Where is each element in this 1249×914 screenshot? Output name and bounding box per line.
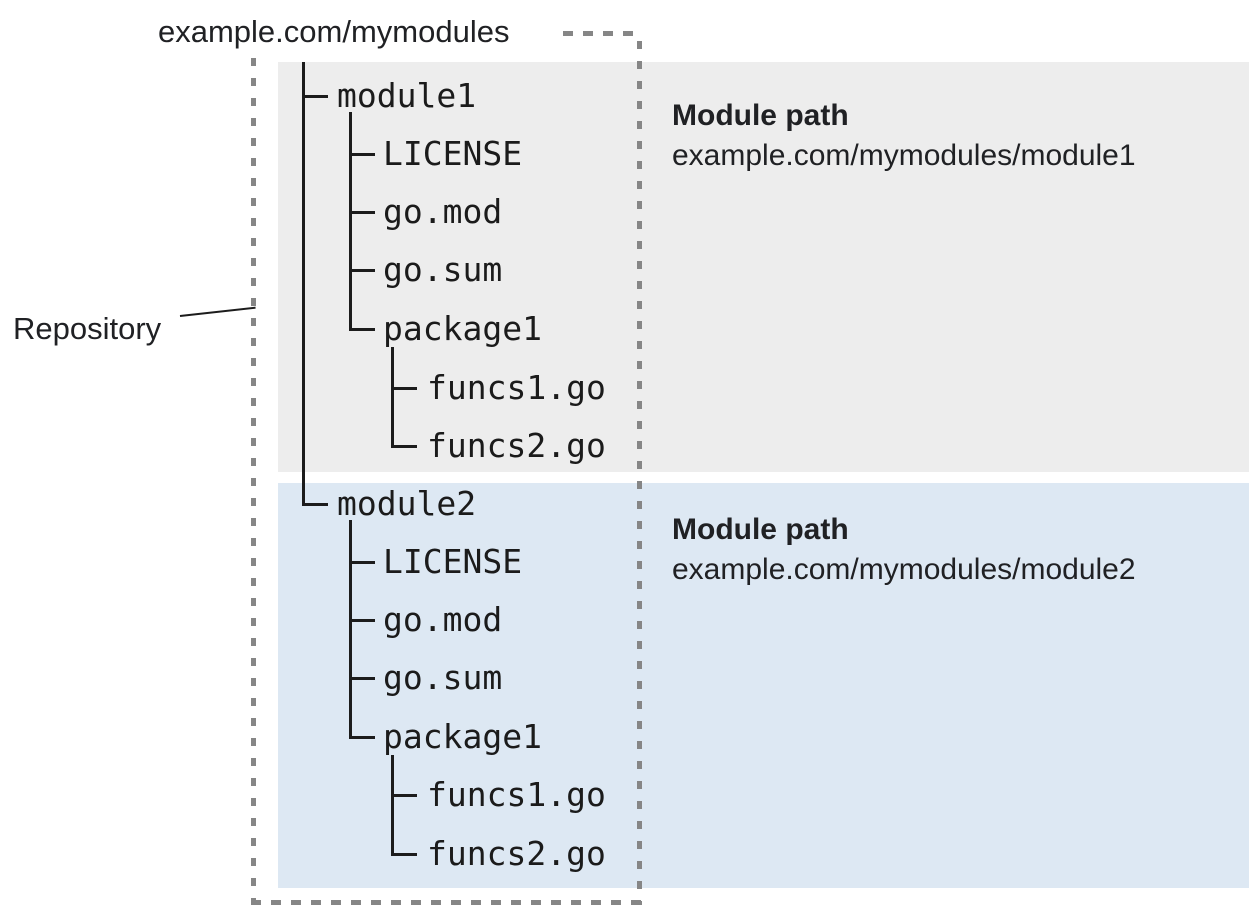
module1-region-box: [278, 62, 1249, 472]
tree-subtrunk-module1: [349, 112, 352, 330]
tree-branch-gomod2: [349, 619, 375, 622]
repository-border-bottom: [251, 900, 641, 905]
repository-border-left: [251, 58, 256, 903]
tree-item-license-m1: LICENSE: [383, 134, 523, 173]
tree-item-license-m2: LICENSE: [383, 542, 523, 581]
tree-branch-funcs1-m2: [391, 794, 417, 797]
tree-item-module1: module1: [337, 76, 477, 115]
module2-region-box: [278, 483, 1249, 888]
module1-path-panel: Module path example.com/mymodules/module…: [672, 96, 1136, 176]
module2-path-value: example.com/mymodules/module2: [672, 553, 1136, 586]
module1-path-heading: Module path: [672, 99, 849, 132]
tree-branch-license2: [349, 561, 375, 564]
tree-item-package1-m2: package1: [383, 717, 542, 756]
tree-branch-funcs1-m1: [391, 387, 417, 390]
tree-item-gomod-m1: go.mod: [383, 192, 503, 231]
tree-item-gosum-m2: go.sum: [383, 658, 503, 697]
repository-border-top: [563, 31, 639, 36]
tree-item-module2: module2: [337, 484, 477, 523]
tree-branch-gomod1: [349, 211, 375, 214]
module2-path-heading: Module path: [672, 513, 849, 546]
tree-branch-license1: [349, 153, 375, 156]
tree-item-gomod-m2: go.mod: [383, 600, 503, 639]
module2-path-panel: Module path example.com/mymodules/module…: [672, 510, 1136, 590]
repository-url-title: example.com/mymodules: [158, 14, 510, 49]
repository-label: Repository: [13, 311, 162, 346]
tree-branch-gosum1: [349, 269, 375, 272]
tree-branch-package1-m1: [349, 328, 375, 331]
tree-branch-module1: [302, 95, 328, 98]
repository-border-right: [637, 41, 642, 905]
tree-branch-package1-m2: [349, 736, 375, 739]
tree-subtrunk-module2: [349, 520, 352, 738]
tree-trunk-line: [302, 62, 305, 505]
tree-pkgtrunk-module2: [391, 755, 394, 855]
module1-path-value: example.com/mymodules/module1: [672, 139, 1136, 172]
tree-item-package1-m1: package1: [383, 309, 542, 348]
tree-branch-funcs2-m1: [391, 445, 417, 448]
repository-pointer-line: [179, 306, 256, 317]
tree-pkgtrunk-module1: [391, 347, 394, 447]
tree-item-funcs2-m1: funcs2.go: [427, 426, 606, 465]
tree-branch-module2: [302, 503, 328, 506]
tree-item-gosum-m1: go.sum: [383, 250, 503, 289]
tree-branch-funcs2-m2: [391, 853, 417, 856]
tree-item-funcs1-m2: funcs1.go: [427, 775, 606, 814]
tree-branch-gosum2: [349, 677, 375, 680]
tree-item-funcs1-m1: funcs1.go: [427, 368, 606, 407]
tree-item-funcs2-m2: funcs2.go: [427, 834, 606, 873]
